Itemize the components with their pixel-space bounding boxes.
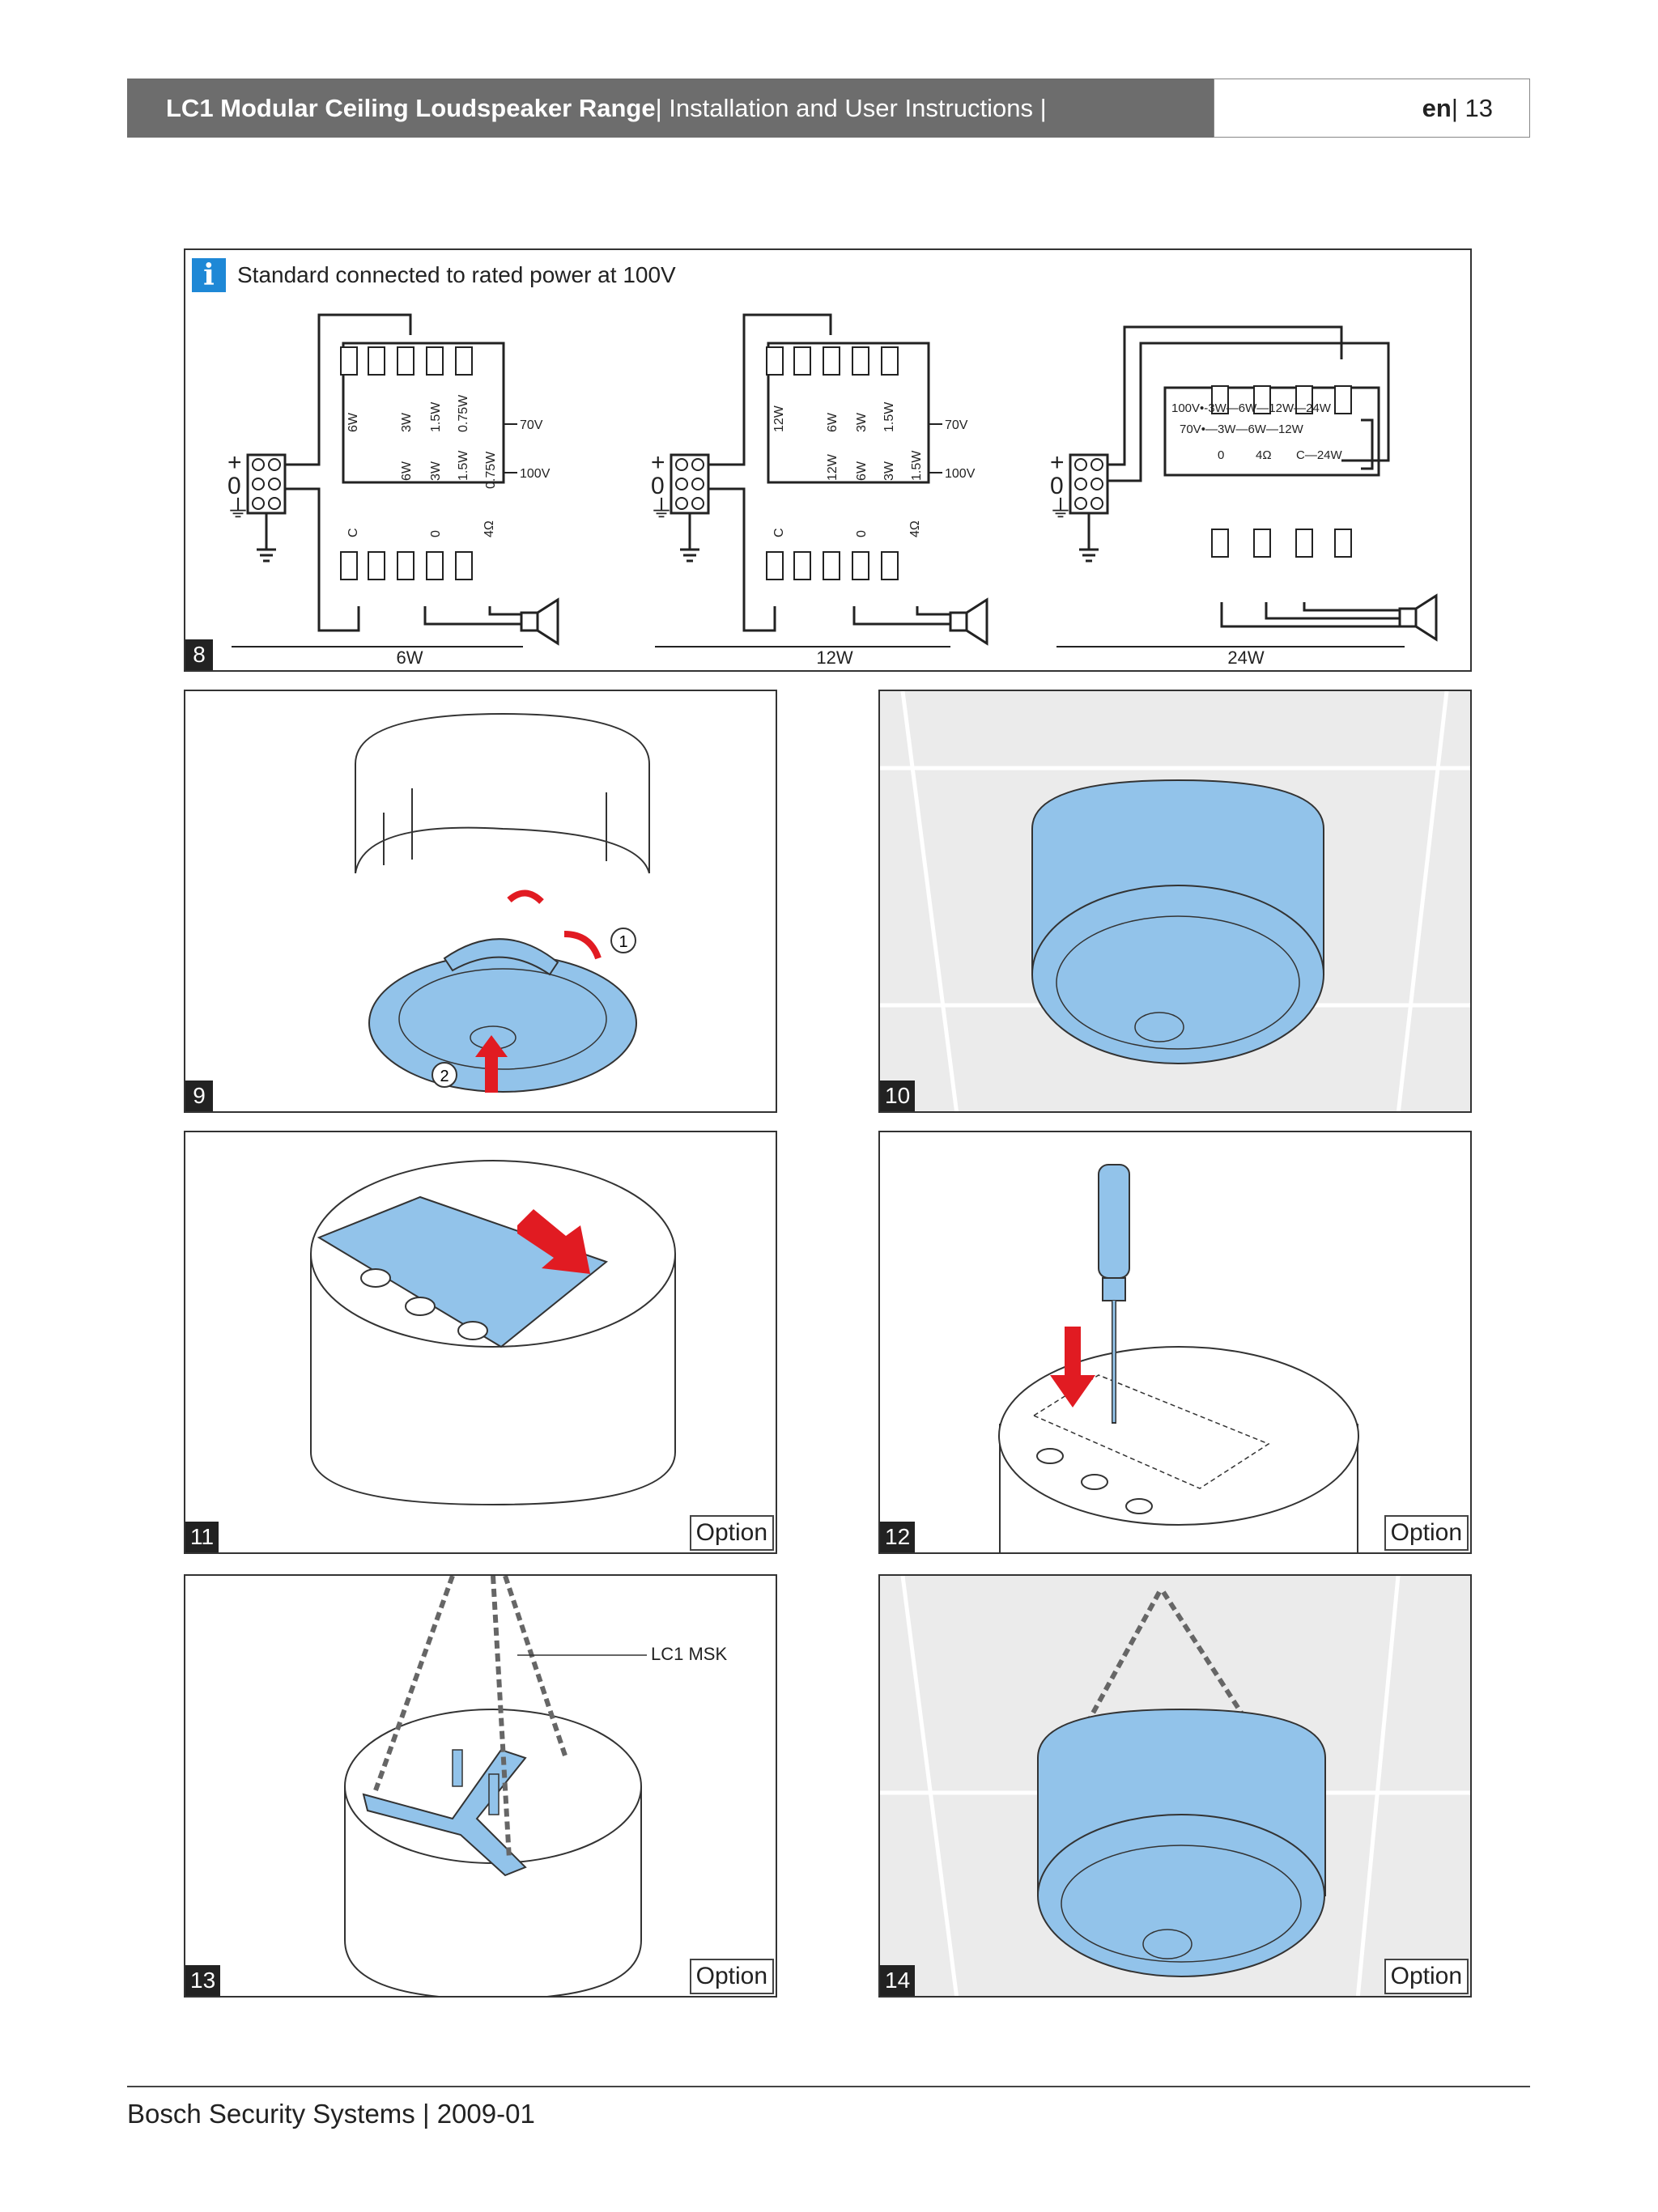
figure-9-insert-speaker: 1 2 9 bbox=[184, 690, 777, 1113]
d1-mid-3: 0.75W bbox=[484, 451, 498, 489]
figure-10-mounted-speaker: 10 bbox=[878, 690, 1472, 1113]
option-badge: Option bbox=[689, 1959, 774, 1994]
step-marker-1: 1 bbox=[619, 933, 627, 951]
d1-top-1: 3W bbox=[400, 412, 414, 432]
d3-row3-c: C—24W bbox=[1296, 448, 1343, 462]
d1-bot-0: C bbox=[346, 528, 360, 537]
figure-11-illustration bbox=[310, 1160, 676, 1506]
figure-12-illustration bbox=[998, 1164, 1359, 1552]
info-icon: i bbox=[192, 258, 226, 292]
d3-row3-a: 0 bbox=[1218, 448, 1224, 462]
figure-number: 10 bbox=[880, 1081, 916, 1111]
doc-title: LC1 Modular Ceiling Loudspeaker Range bbox=[166, 93, 656, 122]
d3-zero: 0 bbox=[1050, 473, 1064, 499]
d2-100v: 100V bbox=[945, 467, 976, 481]
d1-mid-0: 6W bbox=[400, 461, 414, 481]
callout-lc1-msk: LC1 MSK bbox=[651, 1644, 728, 1664]
figure-9-illustration: 1 2 bbox=[355, 712, 650, 1093]
figure-number: 14 bbox=[880, 1965, 916, 1996]
figure-10-illustration bbox=[880, 691, 1470, 1111]
figure-number: 13 bbox=[185, 1965, 221, 1996]
diagram-label-24w: 24W bbox=[1227, 647, 1265, 668]
figure-number: 8 bbox=[185, 639, 213, 670]
d2-mid-0: 12W bbox=[826, 453, 840, 481]
d3-row3-b: 4Ω bbox=[1256, 448, 1272, 462]
figure-13-suspension-kit: LC1 MSK 13 Option bbox=[184, 1574, 777, 1998]
d3-ground: ⏚ bbox=[1048, 496, 1073, 523]
d3-plus: + bbox=[1050, 449, 1065, 476]
diagram-label-12w: 12W bbox=[816, 647, 853, 668]
d1-plus: + bbox=[227, 449, 242, 476]
d2-bot-0: C bbox=[772, 528, 786, 537]
option-badge: Option bbox=[689, 1515, 774, 1551]
d1-zero: 0 bbox=[227, 473, 241, 499]
d2-mid-2: 3W bbox=[882, 461, 896, 481]
option-badge: Option bbox=[1384, 1515, 1469, 1551]
d1-top-2: 1.5W bbox=[429, 401, 443, 432]
figure-number: 9 bbox=[185, 1081, 213, 1111]
diagram-label-6w: 6W bbox=[396, 647, 423, 668]
figure-13-illustration bbox=[344, 1576, 647, 1996]
d1-70v: 70V bbox=[520, 418, 543, 432]
d3-row1: 100V•-3W—6W—12W—24W bbox=[1171, 401, 1332, 415]
step-marker-2: 2 bbox=[440, 1068, 449, 1085]
d2-top-1: 6W bbox=[826, 412, 840, 432]
d1-bot-2: 4Ω bbox=[483, 520, 496, 537]
figure-number: 12 bbox=[880, 1522, 916, 1552]
figure-8-wiring: i Standard connected to rated power at 1… bbox=[184, 248, 1472, 672]
footer-text: Bosch Security Systems | 2009-01 bbox=[127, 2099, 535, 2129]
option-badge: Option bbox=[1384, 1959, 1469, 1994]
figure-11-backing-plate: 11 Option bbox=[184, 1131, 777, 1554]
wiring-diagrams-svg: 6W 3W 1.5W 0.75W 6W 3W 1.5W 0.75W C 0 4Ω… bbox=[226, 313, 1438, 647]
d1-mid-1: 3W bbox=[429, 461, 443, 481]
figure-14-suspended-speaker: 14 Option bbox=[878, 1574, 1472, 1998]
d2-plus: + bbox=[651, 449, 665, 476]
d2-70v: 70V bbox=[945, 418, 968, 432]
d2-bot-2: 4Ω bbox=[908, 520, 922, 537]
d1-ground: ⏚ bbox=[226, 496, 250, 523]
d2-zero: 0 bbox=[651, 473, 665, 499]
d2-top-0: 12W bbox=[772, 405, 786, 432]
figure-14-illustration bbox=[880, 1576, 1470, 1996]
page-number: | 13 bbox=[1451, 93, 1493, 122]
d3-row2: 70V•—3W—6W—12W bbox=[1180, 422, 1304, 436]
d1-top-3: 0.75W bbox=[457, 394, 470, 432]
language-code: en bbox=[1422, 93, 1452, 122]
d1-top-0: 6W bbox=[346, 412, 360, 432]
d2-ground: ⏚ bbox=[649, 496, 674, 523]
d2-top-2: 3W bbox=[855, 412, 869, 432]
page-indicator: en | 13 bbox=[1214, 79, 1530, 138]
d2-mid-3: 1.5W bbox=[910, 450, 924, 481]
d1-bot-1: 0 bbox=[429, 530, 443, 537]
figure-12-screw-plate: 12 Option bbox=[878, 1131, 1472, 1554]
footer-divider bbox=[127, 2086, 1530, 2087]
d2-bot-1: 0 bbox=[855, 530, 869, 537]
d2-mid-1: 6W bbox=[855, 461, 869, 481]
d2-top-3: 1.5W bbox=[882, 401, 896, 432]
info-text: Standard connected to rated power at 100… bbox=[237, 262, 676, 287]
figure-number: 11 bbox=[185, 1522, 219, 1552]
d1-mid-2: 1.5W bbox=[457, 450, 470, 481]
header-bar: LC1 Modular Ceiling Loudspeaker Range | … bbox=[127, 79, 1214, 138]
info-note: i Standard connected to rated power at 1… bbox=[192, 258, 676, 292]
d1-100v: 100V bbox=[520, 467, 551, 481]
doc-subtitle: | Installation and User Instructions | bbox=[655, 93, 1047, 122]
